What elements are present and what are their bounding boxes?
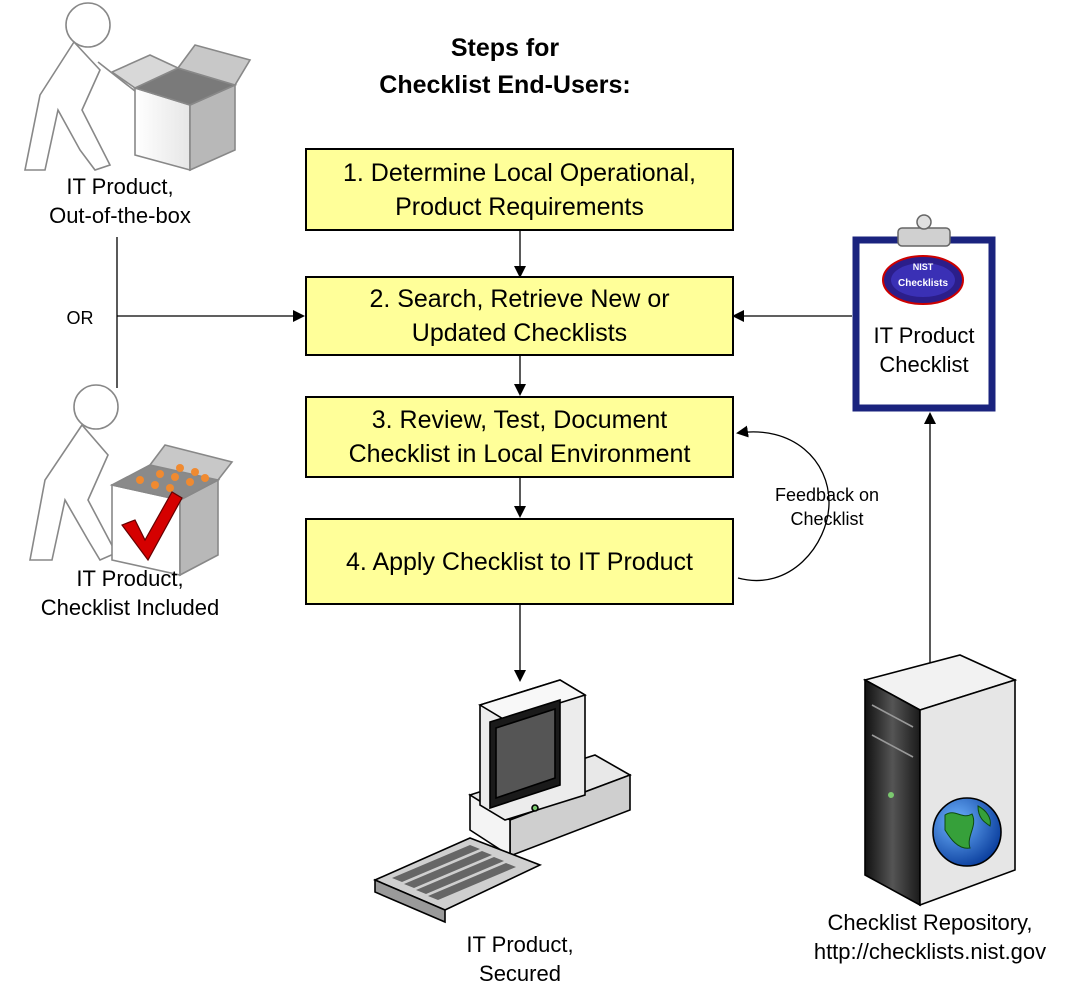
person-box-out-of-box-icon — [24, 2, 252, 172]
step-2-line-2: Updated Checklists — [411, 319, 628, 347]
label-out-of-box-line-2: Out-of-the-box — [49, 203, 191, 228]
flow-connectors — [116, 231, 936, 682]
label-or: OR — [66, 308, 94, 328]
step-4-box: 4. Apply Checklist to IT Product — [305, 518, 734, 605]
step-1-line-2: Product Requirements — [395, 192, 644, 221]
step-3-box: 3. Review, Test, Document Checklist in L… — [305, 396, 734, 478]
step-2-box: 2. Search, Retrieve New or Updated Check… — [305, 276, 734, 356]
label-checklist: IT Product Checklist — [864, 321, 984, 379]
label-out-of-box-line-1: IT Product, — [66, 174, 174, 199]
label-repository-line-2: http://checklists.nist.gov — [813, 939, 1047, 964]
step-1-box: 1. Determine Local Operational, Product … — [305, 148, 734, 231]
label-secured-line-2: Secured — [479, 961, 561, 986]
label-feedback: Feedback on Checklist — [752, 483, 902, 531]
label-checklist-included-line-1: IT Product, — [76, 566, 184, 591]
checkmark-icon — [121, 491, 183, 562]
server-icon — [862, 654, 1018, 907]
diagram-title: Steps for Checklist End-Users: — [340, 30, 670, 104]
label-feedback-line-1: Feedback on — [774, 485, 880, 505]
label-checklist-line-1: IT Product — [873, 323, 975, 348]
label-secured: IT Product, Secured — [430, 930, 610, 988]
step-4-line-1: 4. Apply Checklist to IT Product — [346, 547, 693, 576]
step-1-line-1: 1. Determine Local Operational, — [343, 158, 696, 187]
title-line-2: Checklist End-Users: — [379, 71, 631, 99]
label-feedback-line-2: Checklist — [790, 509, 864, 529]
person-box-checklist-included-icon — [29, 384, 234, 577]
svg-text:NIST: NIST — [913, 262, 934, 272]
feedback-loop-arrow — [736, 425, 830, 582]
desktop-computer-icon — [372, 679, 632, 924]
label-checklist-line-2: Checklist — [879, 352, 969, 377]
label-repository-line-1: Checklist Repository, — [827, 910, 1033, 935]
label-out-of-box: IT Product, Out-of-the-box — [20, 172, 220, 230]
clipboard-icon: NIST Checklists — [852, 214, 996, 412]
title-line-1: Steps for — [450, 34, 560, 62]
svg-text:Checklists: Checklists — [898, 278, 948, 289]
label-checklist-included-line-2: Checklist Included — [40, 595, 220, 620]
label-repository: Checklist Repository, http://checklists.… — [800, 908, 1060, 966]
box-dots — [136, 464, 209, 492]
step-2-line-1: 2. Search, Retrieve New or — [369, 285, 670, 313]
label-checklist-included: IT Product, Checklist Included — [20, 564, 240, 622]
step-3-line-2: Checklist in Local Environment — [348, 440, 691, 468]
label-secured-line-1: IT Product, — [466, 932, 574, 957]
step-3-line-1: 3. Review, Test, Document — [371, 406, 668, 434]
